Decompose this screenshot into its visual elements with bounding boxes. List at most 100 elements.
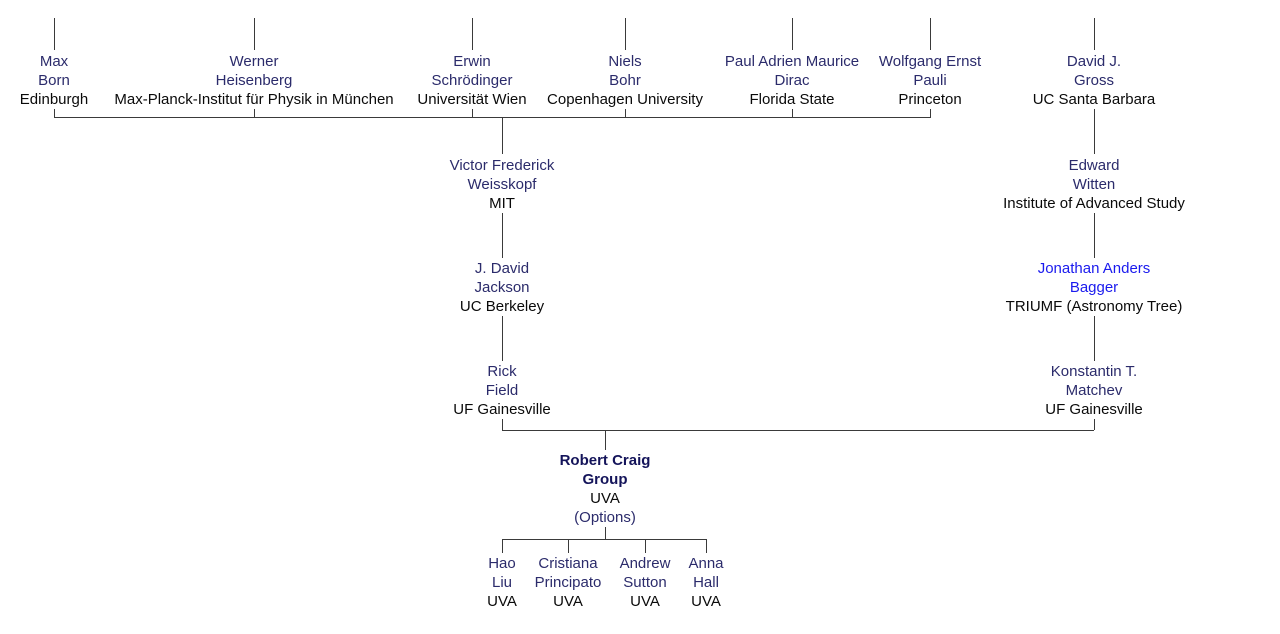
node-institution: UVA (691, 593, 721, 610)
node-name-line1: Konstantin T. (1050, 363, 1138, 380)
node-andrew-sutton[interactable]: Andrew Sutton UVA (620, 554, 671, 611)
edge-advisors-to-weisskopf (502, 117, 503, 154)
node-david-gross[interactable]: David J. Gross UC Santa Barbara (1033, 52, 1156, 109)
node-institution: TRIUMF (Astronomy Tree) (1005, 298, 1183, 315)
stem-above-pauli (930, 18, 931, 50)
node-institution: UVA (553, 593, 583, 610)
node-institution: Princeton (898, 91, 962, 108)
drop-born (54, 109, 55, 118)
drop-heisenberg (254, 109, 255, 118)
node-name-line2: Heisenberg (215, 72, 293, 89)
node-name-line2: Pauli (913, 72, 947, 89)
node-name-line1: Anna (688, 555, 724, 572)
stem-above-schrodinger (472, 18, 473, 50)
node-name-line2: Witten (1072, 176, 1116, 193)
node-name-line1: Victor Frederick (449, 157, 555, 174)
node-name-line2: Group (582, 471, 628, 488)
node-name-line2: Bohr (609, 72, 641, 89)
node-name-line1: J. David (474, 260, 530, 277)
edge-advisors-to-group (605, 430, 606, 450)
stem-student-cristiana-principato (568, 539, 569, 553)
node-institution: Max-Planck-Institut für Physik in Münche… (114, 91, 394, 108)
node-name-line1: Rick (487, 363, 517, 380)
drop-matchev (1094, 419, 1095, 430)
node-jonathan-bagger[interactable]: Jonathan Anders Bagger TRIUMF (Astronomy… (1006, 259, 1183, 316)
edge-gross-to-witten (1094, 109, 1095, 154)
node-j-david-jackson[interactable]: J. David Jackson UC Berkeley (460, 259, 544, 316)
node-name-line1: Cristiana (538, 555, 598, 572)
node-institution: MIT (489, 195, 515, 212)
stem-student-hao-liu (502, 539, 503, 553)
node-name-line1: Paul Adrien Maurice (724, 53, 860, 70)
edge-bagger-to-matchev (1094, 316, 1095, 361)
stem-above-heisenberg (254, 18, 255, 50)
node-max-born[interactable]: Max Born Edinburgh (20, 52, 88, 109)
edge-weisskopf-to-jackson (502, 213, 503, 258)
node-name-line1: Niels (608, 53, 642, 70)
node-name-line1: Max (39, 53, 69, 70)
node-name-line1: Wolfgang Ernst (878, 53, 982, 70)
node-cristiana-principato[interactable]: Cristiana Principato UVA (535, 554, 602, 611)
stem-student-andrew-sutton (645, 539, 646, 553)
stem-above-gross (1094, 18, 1095, 50)
node-name-line1: Werner (229, 53, 279, 70)
node-institution: Institute of Advanced Study (1003, 195, 1185, 212)
edge-jackson-to-field (502, 316, 503, 361)
node-konstantin-matchev[interactable]: Konstantin T. Matchev UF Gainesville (1045, 362, 1143, 419)
node-institution: Universität Wien (417, 91, 527, 108)
edge-group-to-students (605, 527, 606, 539)
node-hao-liu[interactable]: Hao Liu UVA (487, 554, 517, 611)
students-join-bar (502, 539, 706, 540)
node-name-line1: Robert Craig (559, 452, 651, 469)
node-edward-witten[interactable]: Edward Witten Institute of Advanced Stud… (1003, 156, 1185, 213)
node-name-line2: Jackson (474, 279, 530, 296)
node-name-line1: Edward (1068, 157, 1120, 174)
node-institution: Edinburgh (19, 91, 89, 108)
node-institution: Florida State (749, 91, 835, 108)
node-anna-hall[interactable]: Anna Hall UVA (688, 554, 723, 611)
drop-dirac (792, 109, 793, 118)
advisor-merge-bar (502, 430, 1094, 431)
node-institution: UC Santa Barbara (1032, 91, 1156, 108)
node-name-line2: Schrödinger (431, 72, 513, 89)
node-name-line2: Field (485, 382, 519, 399)
node-name-line2: Dirac (774, 72, 810, 89)
node-institution: Copenhagen University (547, 91, 703, 108)
stem-above-bohr (625, 18, 626, 50)
stem-above-born (54, 18, 55, 50)
drop-schrodinger (472, 109, 473, 118)
edge-witten-to-bagger (1094, 213, 1095, 258)
node-erwin-schrodinger[interactable]: Erwin Schrödinger Universität Wien (417, 52, 526, 109)
node-niels-bohr[interactable]: Niels Bohr Copenhagen University (547, 52, 703, 109)
node-name-line2: Gross (1073, 72, 1115, 89)
node-victor-weisskopf[interactable]: Victor Frederick Weisskopf MIT (450, 156, 555, 213)
node-name-line2: Weisskopf (467, 176, 537, 193)
node-institution: UVA (487, 593, 517, 610)
node-name-line1: Andrew (619, 555, 671, 572)
node-wolfgang-pauli[interactable]: Wolfgang Ernst Pauli Princeton (879, 52, 981, 109)
node-robert-craig-group[interactable]: Robert Craig Group UVA (Options) (560, 451, 651, 527)
node-name-line2: Matchev (1065, 382, 1123, 399)
node-name-line1: Erwin (453, 53, 491, 70)
node-paul-dirac[interactable]: Paul Adrien Maurice Dirac Florida State (725, 52, 859, 109)
node-institution: UF Gainesville (1045, 401, 1143, 418)
node-name-line1: Jonathan Anders (1037, 260, 1151, 277)
drop-field (502, 419, 503, 430)
node-name-line2: Hall (693, 574, 719, 591)
node-institution: UF Gainesville (453, 401, 551, 418)
node-name-line2: Bagger (1069, 279, 1119, 296)
node-rick-field[interactable]: Rick Field UF Gainesville (453, 362, 551, 419)
node-name-line2: Principato (534, 574, 602, 591)
advisor-join-bar (54, 117, 931, 118)
node-name-line1: Hao (488, 555, 516, 572)
stem-above-dirac (792, 18, 793, 50)
drop-bohr (625, 109, 626, 118)
node-werner-heisenberg[interactable]: Werner Heisenberg Max-Planck-Institut fü… (114, 52, 393, 109)
node-name-line2: Sutton (623, 574, 667, 591)
stem-student-anna-hall (706, 539, 707, 553)
node-name-line2: Born (38, 72, 70, 89)
node-name-line2: Liu (491, 574, 513, 591)
node-institution: UVA (630, 593, 660, 610)
node-options-link[interactable]: (Options) (574, 509, 636, 526)
